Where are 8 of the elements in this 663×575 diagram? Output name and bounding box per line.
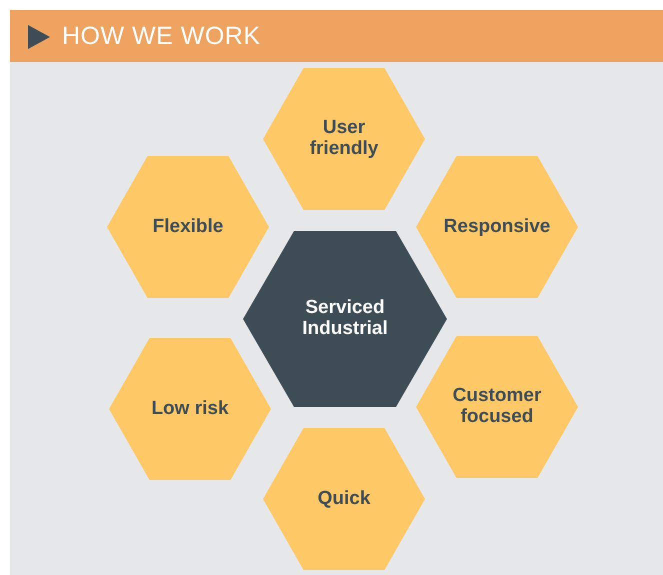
hexagon-label: Quick: [316, 488, 372, 510]
hexagon-label: Flexible: [152, 216, 224, 238]
hexagon-label: User friendly: [308, 118, 380, 160]
title: HOW WE WORK: [62, 22, 261, 50]
hexagon-label: Customer focused: [452, 386, 542, 428]
hexagon-label: Responsive: [442, 216, 552, 238]
hexagon-label: Low risk: [150, 398, 230, 420]
hexagon-label: Serviced Industrial: [301, 298, 389, 340]
